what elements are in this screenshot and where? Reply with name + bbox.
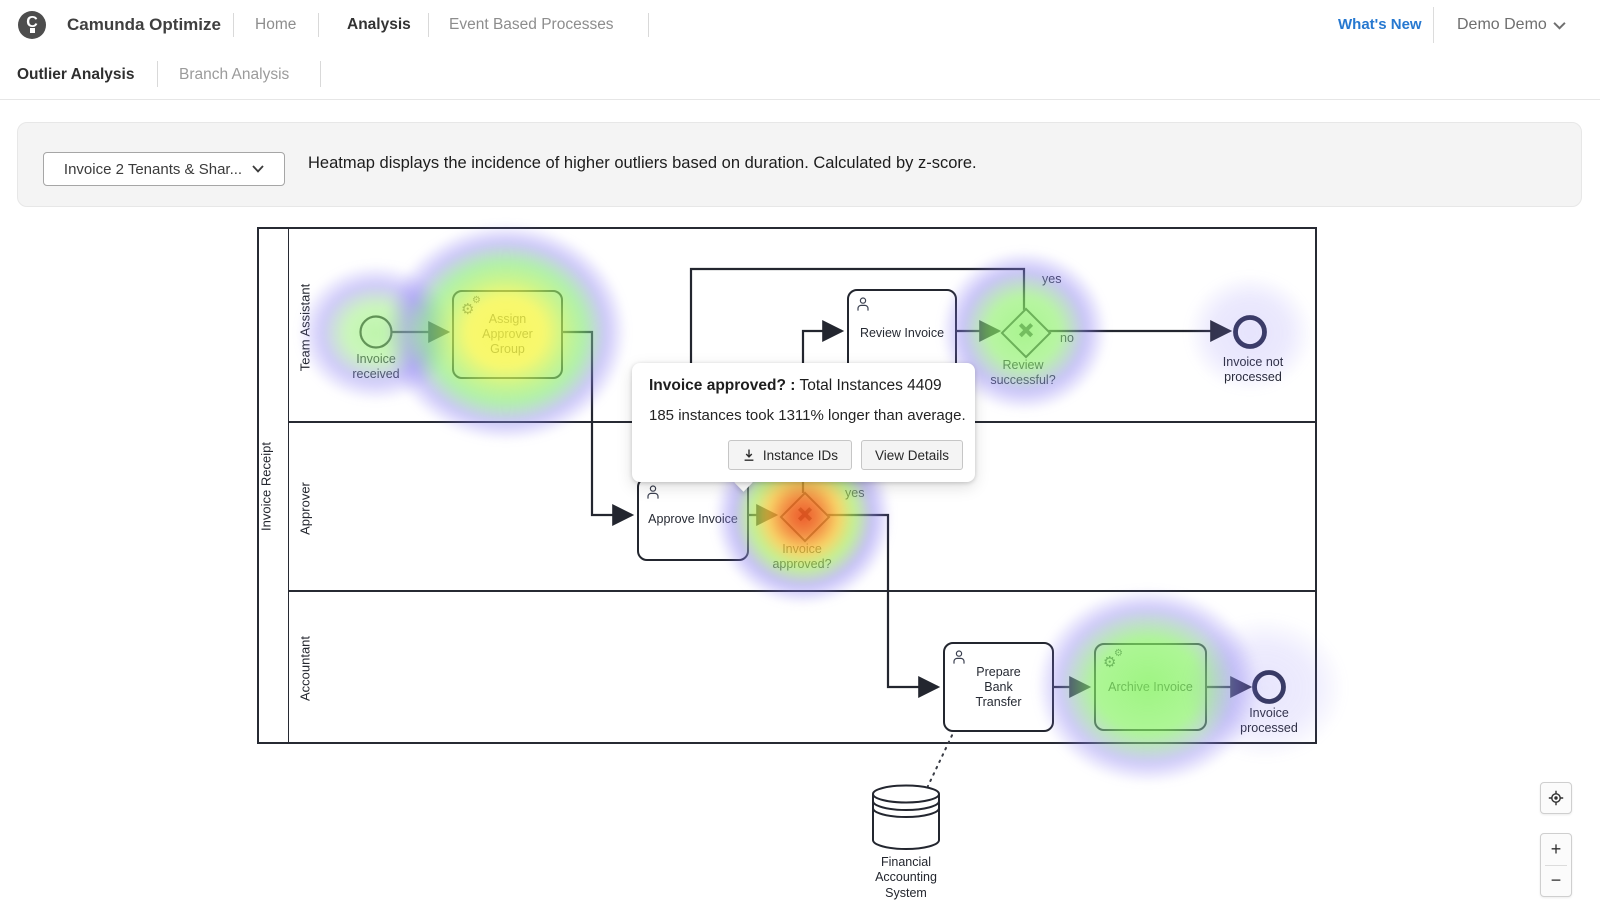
download-icon — [744, 449, 754, 461]
tab-branch-analysis[interactable]: Branch Analysis — [179, 66, 290, 83]
camunda-logo-icon: C — [18, 11, 46, 39]
zoom-in-button[interactable]: + — [1550, 839, 1562, 859]
label-review-successful: Review successful? — [990, 358, 1056, 388]
crosshair-icon — [1548, 790, 1564, 806]
label-invoice-not-processed: Invoice not processed — [1222, 355, 1284, 385]
label-invoice-approved: Invoice approved? — [772, 542, 832, 572]
whats-new-link[interactable]: What's New — [1338, 16, 1422, 33]
view-details-button[interactable]: View Details — [860, 440, 963, 470]
lane-divider — [289, 590, 1315, 592]
label-invoice-received: Invoice received — [352, 352, 400, 382]
nav-divider — [648, 13, 649, 37]
nav-divider — [233, 13, 234, 37]
zoom-divider — [1545, 865, 1567, 866]
flow-label-yes: yes — [845, 486, 865, 500]
tooltip-total-instances: Total Instances 4409 — [799, 377, 942, 394]
tab-outlier-analysis[interactable]: Outlier Analysis — [17, 66, 135, 83]
tooltip-node-name: Invoice approved? : — [649, 377, 796, 394]
user-menu[interactable]: Demo Demo — [1457, 16, 1547, 33]
user-task-icon — [953, 650, 965, 664]
process-definition-select[interactable]: Invoice 2 Tenants & Shar... — [43, 152, 285, 186]
service-task-gears-icon: ⚙⚙ — [461, 295, 481, 318]
nav-item-analysis[interactable]: Analysis — [347, 16, 411, 33]
nav-divider — [1433, 7, 1434, 43]
lane-label-team-assistant: Team Assistant — [297, 283, 313, 372]
zoom-controls: + − — [1540, 833, 1572, 897]
user-task-icon — [857, 297, 869, 311]
analysis-subnav: Outlier Analysis Branch Analysis — [0, 50, 1600, 100]
reset-viewport-button[interactable] — [1540, 782, 1572, 814]
instance-ids-download-button[interactable]: Instance IDs — [727, 440, 852, 470]
outlier-tooltip: Invoice approved? : Total Instances 4409… — [632, 363, 975, 482]
pool-label-divider — [288, 229, 289, 742]
tab-divider — [157, 61, 158, 87]
nav-divider — [428, 13, 429, 37]
lane-label-approver: Approver — [297, 482, 313, 535]
app-title: Camunda Optimize — [67, 15, 221, 34]
nav-divider — [318, 13, 319, 37]
label-financial-accounting-system: Financial Accounting System — [875, 855, 937, 900]
chevron-down-icon — [252, 165, 264, 173]
chevron-down-icon[interactable] — [1553, 21, 1566, 30]
top-navbar: C Camunda Optimize Home Analysis Event B… — [0, 0, 1600, 51]
tooltip-outlier-text: 185 instances took 1311% longer than ave… — [649, 407, 966, 424]
tab-divider — [320, 61, 321, 87]
task-approve-invoice[interactable]: Approve Invoice — [637, 477, 749, 561]
task-archive-invoice[interactable]: ⚙⚙ Archive Invoice — [1094, 643, 1207, 731]
process-select-value: Invoice 2 Tenants & Shar... — [63, 160, 243, 178]
flow-label-no: no — [1060, 331, 1074, 345]
lane-label-accountant: Accountant — [297, 635, 313, 702]
nav-item-home[interactable]: Home — [255, 16, 297, 33]
user-task-icon — [647, 485, 659, 499]
zoom-out-button[interactable]: − — [1550, 870, 1562, 890]
pool-label: Invoice Receipt — [258, 442, 274, 531]
nav-item-event-based-processes[interactable]: Event Based Processes — [449, 16, 614, 33]
datastore-shape[interactable] — [872, 784, 940, 850]
flow-label-yes: yes — [1042, 272, 1062, 286]
service-task-gears-icon: ⚙⚙ — [1103, 648, 1123, 671]
heatmap-description: Heatmap displays the incidence of higher… — [308, 154, 977, 172]
task-assign-approver-group[interactable]: ⚙⚙ Assign Approver Group — [452, 290, 563, 379]
label-invoice-processed: Invoice processed — [1240, 706, 1298, 736]
task-prepare-bank-transfer[interactable]: Prepare Bank Transfer — [943, 642, 1054, 732]
